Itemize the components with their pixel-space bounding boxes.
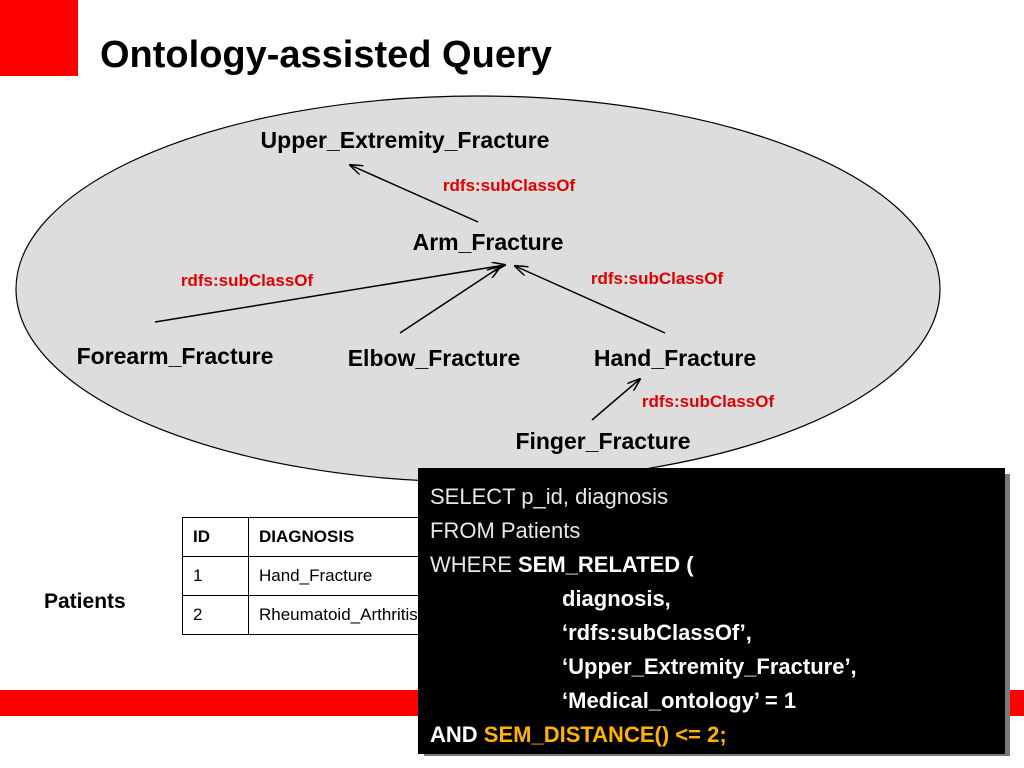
node-finger-fracture: Finger_Fracture [515,428,690,454]
table-row: 2 Rheumatoid_Arthritis [182,595,489,635]
sql-where-keyword: WHERE [430,552,518,577]
patients-table-label: Patients [44,590,126,613]
node-upper-extremity-fracture: Upper_Extremity_Fracture [261,127,550,153]
sql-sem-distance-function: SEM_DISTANCE() <= 2; [483,722,727,747]
sql-and-keyword: AND [430,722,484,747]
slide-title: Ontology-assisted Query [100,34,552,76]
sql-line-select: SELECT p_id, diagnosis [430,484,669,509]
sql-sem-related-function: SEM_RELATED ( [518,552,694,577]
edge-forearm-to-arm [154,265,505,323]
cell-id: 2 [182,595,249,635]
node-elbow-fracture: Elbow_Fracture [348,345,521,371]
node-hand-fracture: Hand_Fracture [594,345,756,371]
sql-arg-diagnosis: diagnosis, [562,586,671,611]
sql-line-from: FROM Patients [430,518,581,543]
column-header-id: ID [182,517,249,557]
cell-id: 1 [182,556,249,596]
node-arm-fracture: Arm_Fracture [413,229,564,255]
relation-label-forearm-arm: rdfs:subClassOf [181,271,314,290]
relation-label-arm-upper: rdfs:subClassOf [443,176,576,195]
corner-accent-square [0,0,78,76]
sql-line-where: WHERE SEM_RELATED ( [430,548,993,582]
sql-query-box: SELECT p_id, diagnosis FROM Patients WHE… [418,468,1005,754]
sql-line-and: AND SEM_DISTANCE() <= 2; [430,718,993,752]
edge-elbow-to-arm [399,267,500,334]
edge-hand-to-arm [515,266,666,334]
ontology-ellipse [15,95,941,483]
relation-label-finger-hand: rdfs:subClassOf [642,392,775,411]
sql-arg-ontology: ‘Medical_ontology’ = 1 [562,688,797,713]
edge-arm-to-upper [350,165,479,223]
relation-label-hand-arm: rdfs:subClassOf [591,269,724,288]
sql-arg-relation: ‘rdfs:subClassOf’, [562,620,752,645]
sql-arg-class: ‘Upper_Extremity_Fracture’, [562,654,857,679]
node-forearm-fracture: Forearm_Fracture [77,343,274,369]
edge-finger-to-hand [591,379,640,421]
